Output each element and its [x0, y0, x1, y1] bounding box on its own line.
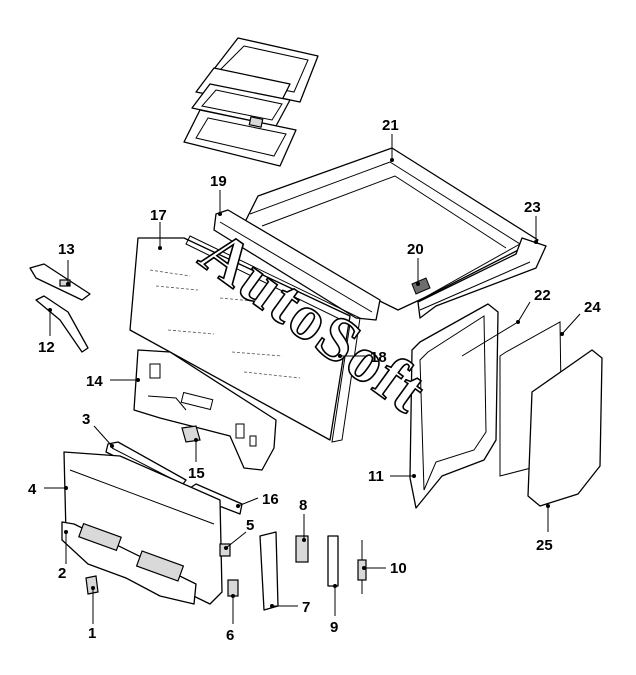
callout-12: 12	[38, 308, 55, 356]
callout-2: 2	[58, 530, 68, 582]
callout-label-21: 21	[382, 117, 399, 134]
callout-5: 5	[224, 517, 254, 550]
callout-label-18: 18	[370, 349, 387, 366]
sunroof-assembly	[183, 37, 319, 167]
callout-15: 15	[188, 438, 205, 482]
callout-label-20: 20	[407, 241, 424, 258]
callout-7: 7	[270, 599, 310, 616]
callout-4: 4	[28, 481, 68, 498]
callout-11: 11	[368, 468, 416, 485]
callout-label-25: 25	[536, 537, 553, 554]
callout-23: 23	[524, 199, 541, 244]
callout-13: 13	[58, 241, 75, 286]
callout-22: 22	[516, 287, 551, 324]
callout-18: 18	[338, 349, 387, 366]
callout-1: 1	[88, 586, 96, 642]
callout-label-2: 2	[58, 565, 66, 582]
callout-label-4: 4	[28, 481, 37, 498]
callout-label-19: 19	[210, 173, 227, 190]
callout-label-11: 11	[368, 468, 384, 485]
bracket-6	[227, 579, 239, 597]
callout-label-14: 14	[86, 373, 103, 390]
clip-15	[181, 425, 201, 443]
callout-19: 19	[210, 173, 227, 216]
callout-10: 10	[362, 560, 407, 577]
door-seal-22	[461, 321, 519, 357]
callout-17: 17	[150, 207, 167, 250]
bracket-9	[327, 535, 339, 587]
callout-14: 14	[86, 373, 140, 390]
callout-label-15: 15	[188, 465, 205, 482]
callout-24: 24	[560, 299, 601, 336]
callout-label-17: 17	[150, 207, 167, 224]
callout-label-8: 8	[299, 497, 307, 514]
windscreen-glass	[129, 235, 361, 443]
trim-13	[29, 263, 91, 301]
post-7	[259, 531, 279, 611]
callout-label-7: 7	[302, 599, 310, 616]
bracket-8	[295, 535, 309, 563]
callout-20: 20	[407, 241, 424, 286]
badge-1	[85, 575, 99, 595]
grille	[61, 521, 197, 605]
callout-label-5: 5	[246, 517, 254, 534]
callout-3: 3	[82, 411, 114, 448]
callout-8: 8	[299, 497, 307, 542]
callout-6: 6	[226, 594, 235, 644]
callout-label-16: 16	[262, 491, 279, 508]
callout-label-1: 1	[88, 625, 96, 642]
callout-16: 16	[236, 491, 279, 508]
strut-10	[357, 540, 367, 594]
callout-9: 9	[330, 584, 338, 636]
callout-25: 25	[536, 504, 553, 554]
rear-roof-rail	[417, 237, 547, 319]
callout-21: 21	[382, 117, 399, 162]
callout-label-3: 3	[82, 411, 90, 428]
door-frame	[409, 303, 499, 509]
callout-label-12: 12	[38, 339, 55, 356]
callout-label-23: 23	[524, 199, 541, 216]
callout-label-13: 13	[58, 241, 75, 258]
callout-label-10: 10	[390, 560, 407, 577]
front-header-rail	[213, 209, 381, 321]
callout-label-6: 6	[226, 627, 234, 644]
bulkhead-panel	[133, 349, 277, 471]
bracket-5	[219, 543, 231, 557]
door-glass-25	[527, 349, 603, 507]
callout-label-22: 22	[534, 287, 551, 304]
callout-label-24: 24	[584, 299, 601, 316]
callout-label-9: 9	[330, 619, 338, 636]
